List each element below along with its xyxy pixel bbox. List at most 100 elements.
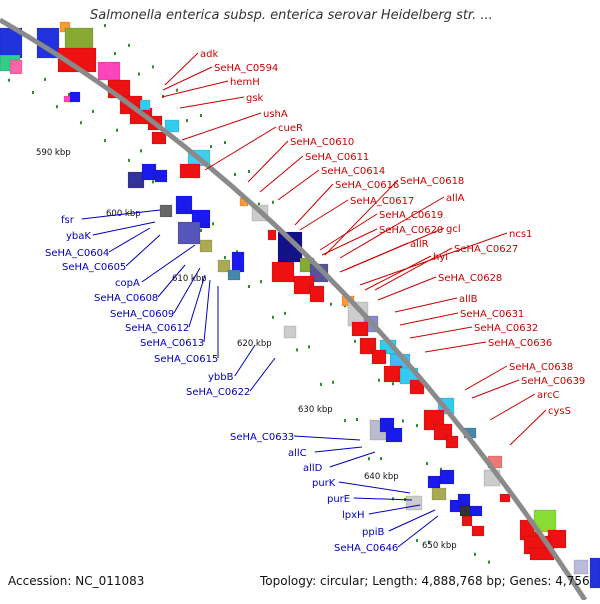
gene-label-C0610[interactable]: SeHA_C0610 (290, 137, 354, 148)
tick-mark (224, 141, 226, 145)
leader-line (173, 267, 201, 314)
gene-label-allR[interactable]: allR (410, 239, 429, 250)
tick-mark (104, 24, 106, 28)
gene-label-allD[interactable]: allD (303, 463, 323, 474)
gene-label-C0614[interactable]: SeHA_C0614 (321, 166, 385, 177)
feature-block (431, 487, 447, 501)
tick-mark (200, 229, 202, 232)
gene-label-C0631[interactable]: SeHA_C0631 (460, 309, 524, 320)
gene-label-C0613[interactable]: SeHA_C0613 (140, 338, 204, 349)
gene-label-C0646[interactable]: SeHA_C0646 (334, 543, 398, 554)
gene-label-C0633[interactable]: SeHA_C0633 (230, 432, 294, 443)
tick-mark (356, 417, 358, 421)
feature-block (9, 59, 23, 75)
leader-line (92, 221, 156, 236)
feature-block (159, 204, 173, 218)
gene-label-C0627[interactable]: SeHA_C0627 (454, 244, 518, 255)
gene-label-adk[interactable]: adk (200, 49, 218, 60)
tick-mark (80, 121, 82, 125)
feature-block (445, 435, 459, 449)
tick-mark (380, 457, 382, 461)
gene-label-allC[interactable]: allC (288, 448, 307, 459)
genome-backbone (0, 17, 588, 602)
feature-block (164, 119, 180, 133)
gene-label-C0638[interactable]: SeHA_C0638 (509, 362, 573, 373)
gene-label-C0611[interactable]: SeHA_C0611 (305, 152, 369, 163)
gene-label-C0618[interactable]: SeHA_C0618 (400, 176, 464, 187)
gene-label-C0628[interactable]: SeHA_C0628 (438, 273, 502, 284)
gene-label-C0605[interactable]: SeHA_C0605 (62, 262, 126, 273)
gene-label-allB[interactable]: allB (459, 294, 478, 305)
gene-label-lpxH[interactable]: lpxH (342, 510, 365, 521)
tick-mark (272, 315, 274, 319)
tick-mark (402, 419, 404, 423)
tick-mark (474, 552, 476, 556)
tick-mark (258, 202, 260, 206)
leader-line (509, 409, 547, 446)
leader-line (388, 509, 436, 532)
leader-line (277, 169, 320, 201)
feature-block (469, 505, 483, 517)
gene-label-hyi[interactable]: hyi (433, 252, 448, 263)
gene-label-ybaK[interactable]: ybaK (66, 231, 91, 242)
gene-label-hemH[interactable]: hemH (230, 77, 260, 88)
tick-mark (104, 139, 106, 143)
topology-text: Topology: circular; Length: 4,888,768 bp… (260, 574, 590, 588)
gene-label-ncs1[interactable]: ncs1 (509, 229, 532, 240)
gene-label-C0620[interactable]: SeHA_C0620 (379, 225, 443, 236)
gene-label-ushA[interactable]: ushA (263, 109, 288, 120)
tick-mark (392, 497, 394, 501)
feature-block (461, 515, 473, 527)
leader-line (188, 274, 206, 328)
gene-label-C0594[interactable]: SeHA_C0594 (214, 63, 278, 74)
gene-label-purK[interactable]: purK (312, 478, 336, 489)
gene-label-fsr[interactable]: fsr (61, 215, 75, 226)
scale-label: 620 kbp (237, 339, 272, 349)
tick-mark (152, 65, 154, 69)
gene-label-C0608[interactable]: SeHA_C0608 (94, 293, 158, 304)
gene-label-ybbB[interactable]: ybbB (208, 372, 234, 383)
tick-mark (426, 462, 428, 466)
gene-label-gcl[interactable]: gcl (446, 224, 461, 235)
gene-label-gsk[interactable]: gsk (246, 93, 264, 104)
gene-label-C0616[interactable]: SeHA_C0616 (335, 180, 399, 191)
gene-label-ppiB[interactable]: ppiB (362, 527, 384, 538)
gene-label-C0619[interactable]: SeHA_C0619 (379, 210, 443, 221)
gene-label-copA[interactable]: copA (115, 278, 140, 289)
gene-label-purE[interactable]: purE (327, 494, 350, 505)
feature-block (217, 259, 231, 273)
tick-mark (224, 256, 226, 260)
gene-label-C0604[interactable]: SeHA_C0604 (45, 248, 109, 259)
gene-label-C0617[interactable]: SeHA_C0617 (350, 196, 414, 207)
gene-label-C0632[interactable]: SeHA_C0632 (474, 323, 538, 334)
gene-label-C0622[interactable]: SeHA_C0622 (186, 387, 250, 398)
leader-line (338, 481, 411, 494)
gene-label-cueR[interactable]: cueR (278, 123, 303, 134)
gene-label-cysS[interactable]: cysS (548, 406, 571, 417)
tick-mark (56, 105, 58, 109)
gene-label-arcC[interactable]: arcC (537, 390, 560, 401)
gene-label-C0612[interactable]: SeHA_C0612 (125, 323, 189, 334)
tick-mark (116, 128, 118, 132)
feature-block (499, 493, 511, 503)
tick-mark (212, 222, 214, 226)
gene-label-C0615[interactable]: SeHA_C0615 (154, 354, 218, 365)
feature-block (371, 349, 387, 365)
leader-line (294, 183, 334, 226)
leader-line (464, 365, 508, 391)
gene-label-allA[interactable]: allA (446, 193, 465, 204)
tick-mark (428, 540, 430, 544)
tick-marks (8, 24, 490, 564)
feature-block (69, 91, 81, 103)
leader-line (321, 228, 378, 256)
leader-line (161, 80, 229, 98)
scale-label: 590 kbp (36, 148, 71, 158)
gene-label-C0639[interactable]: SeHA_C0639 (521, 376, 585, 387)
tick-mark (44, 77, 46, 81)
gene-label-C0609[interactable]: SeHA_C0609 (110, 309, 174, 320)
feature-block (383, 365, 403, 383)
gene-label-C0636[interactable]: SeHA_C0636 (488, 338, 552, 349)
tick-mark (488, 560, 490, 564)
feature-block (385, 427, 403, 443)
